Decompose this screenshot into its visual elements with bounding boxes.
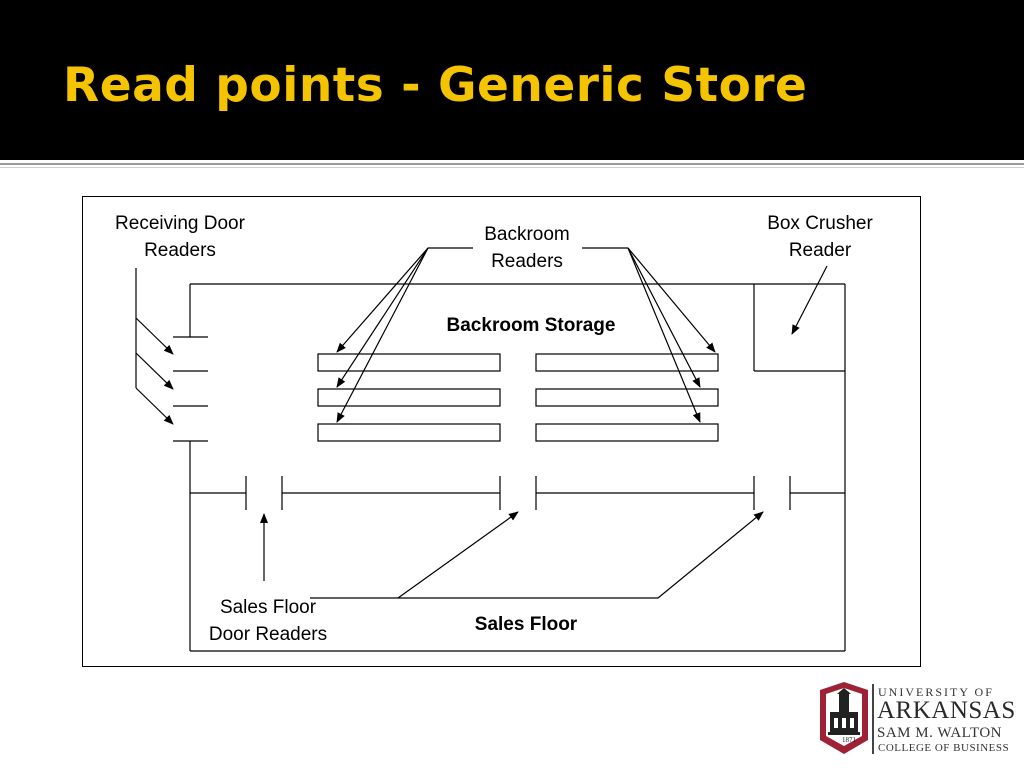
title-divider-secondary	[0, 167, 1024, 168]
backroom-shelves	[317, 353, 719, 442]
label-line: Box Crusher	[767, 213, 873, 234]
slide-title: Read points - Generic Store	[63, 58, 808, 113]
sales-floor-reader-callouts	[260, 511, 764, 599]
label-line: Receiving Door	[115, 213, 245, 234]
logo-divider	[872, 684, 874, 754]
logo-year: 1871	[842, 736, 856, 744]
university-logo: 1871 UNIVERSITY OF ARKANSAS SAM M. WALTO…	[818, 680, 1015, 758]
diagram-frame	[82, 196, 921, 667]
label-line: Readers	[144, 240, 216, 261]
old-main-seal-icon	[820, 682, 868, 754]
store-outline	[189, 283, 846, 652]
label-line: Readers	[491, 251, 563, 272]
box-crusher-reader-label: Box Crusher Reader	[745, 210, 895, 264]
box-crusher-reader-callout	[791, 265, 828, 335]
title-divider	[0, 163, 1024, 165]
title-bar	[0, 0, 1024, 160]
label-line: Sales Floor	[219, 597, 317, 618]
receiving-door-readers-label: Receiving Door Readers	[100, 210, 260, 264]
logo-line-walton: SAM M. WALTON	[877, 725, 1002, 741]
label-line: Door Readers	[208, 624, 328, 645]
sales-floor-label: Sales Floor	[474, 614, 578, 635]
logo-line-college: COLLEGE OF BUSINESS	[878, 742, 1010, 754]
backroom-storage-label: Backroom Storage	[446, 315, 616, 336]
sales-floor-partition	[190, 476, 845, 510]
logo-line-arkansas: ARKANSAS	[877, 697, 1016, 724]
backroom-readers-label: Backroom Readers	[462, 221, 592, 275]
receiving-doors	[173, 336, 208, 442]
backroom-reader-callouts	[336, 247, 716, 423]
label-line: Reader	[788, 240, 852, 261]
sales-floor-door-readers-label: Sales Floor Door Readers	[188, 594, 348, 648]
logo-line-university: UNIVERSITY OF	[878, 685, 994, 699]
receiving-reader-callouts	[135, 268, 174, 425]
box-crusher-room	[753, 284, 845, 372]
label-line: Backroom	[484, 224, 570, 245]
